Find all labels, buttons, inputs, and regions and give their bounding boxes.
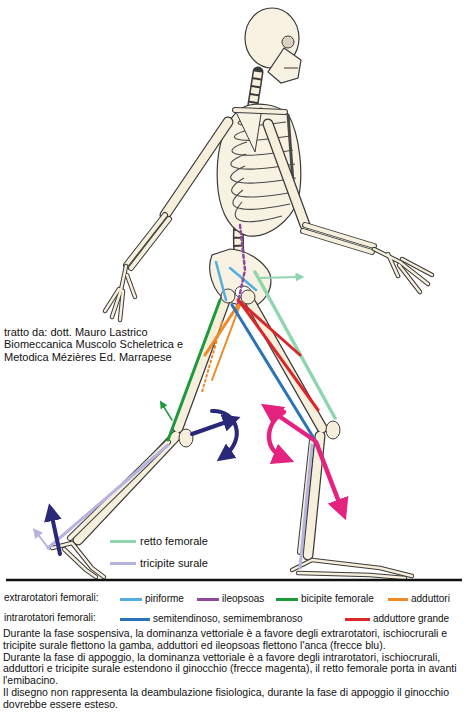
legend-swatch xyxy=(110,540,136,543)
legend-swatch xyxy=(120,618,150,621)
legend-label: tricipite surale xyxy=(140,557,208,569)
legend-swatch xyxy=(197,598,219,601)
legend-label: retto femorale xyxy=(140,535,208,547)
legend-swatch xyxy=(388,598,408,601)
legend-heading: extrarotatori femorali: xyxy=(4,592,119,603)
legend-swatch xyxy=(276,598,298,601)
legend-swatch xyxy=(345,618,370,621)
legend-swatch xyxy=(120,598,142,601)
caption-paragraph: Il disegno non rappresenta la deambulazi… xyxy=(3,687,465,711)
legend-label: bicipite femorale xyxy=(301,593,374,604)
legend-label: ileopsoas xyxy=(222,593,264,604)
legend-label: semitendinoso, semimembranoso xyxy=(153,613,303,624)
legend-label: piriforme xyxy=(145,593,184,604)
credit-note: tratto da: dott. Mauro Lastrico Biomecca… xyxy=(4,326,184,363)
legend-swatch xyxy=(110,562,136,565)
legend-heading: intrarotatori femorali: xyxy=(4,612,119,623)
legend-label: adduttori xyxy=(411,593,450,604)
caption-paragraph: Durante la fase di appoggio, la dominanz… xyxy=(3,652,465,687)
legend-label: adduttore grande xyxy=(373,613,449,624)
caption-paragraph: Durante la fase sospensiva, la dominanza… xyxy=(3,628,465,652)
